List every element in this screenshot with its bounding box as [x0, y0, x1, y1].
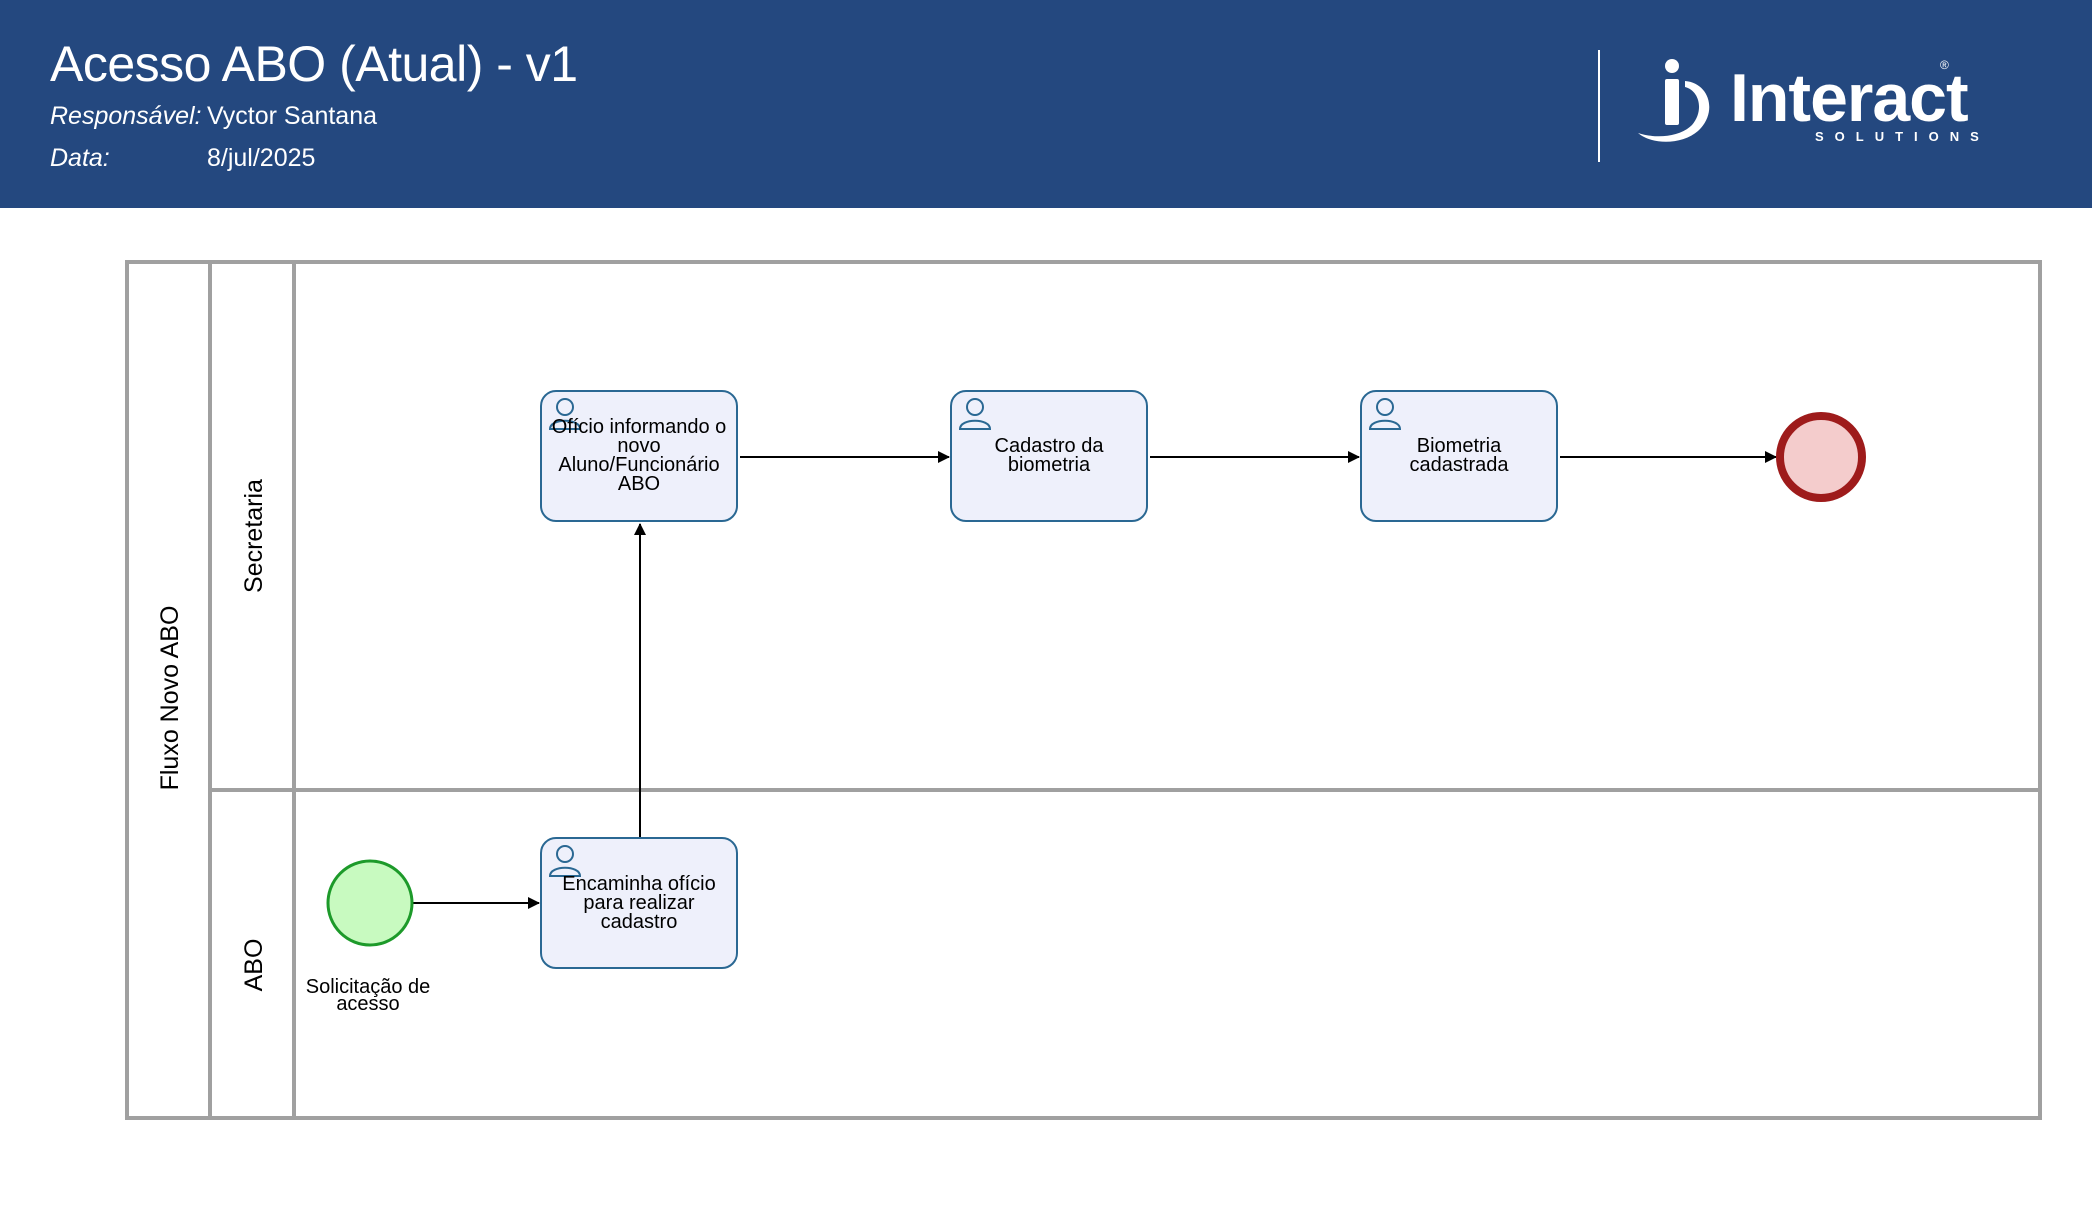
data-label: Data: — [50, 144, 110, 172]
task-label: Biometria cadastrada — [1409, 435, 1509, 476]
user-icon — [958, 398, 992, 430]
responsavel-value: Vyctor Santana — [207, 102, 378, 130]
start-event-label: Solicitação de acesso — [305, 976, 431, 1015]
task-label: Encaminha ofício para realizar cadastro — [562, 872, 716, 933]
logo-wordmark: Interact — [1730, 60, 1969, 136]
page-title: Acesso ABO (Atual) - v1 — [50, 36, 578, 92]
task-encaminha-oficio[interactable]: Encaminha ofício para realizar cadastro — [540, 837, 738, 969]
task-label: Cadastro da biometria — [994, 435, 1104, 476]
header-banner: Acesso ABO (Atual) - v1 Responsável: Vyc… — [0, 0, 2092, 208]
pool-border — [125, 260, 2042, 1120]
end-event — [1776, 412, 1866, 502]
responsavel-label: Responsável: — [50, 102, 202, 130]
logo-subtitle: SOLUTIONS — [1815, 129, 1990, 144]
task-oficio-informando[interactable]: Ofício informando o novo Aluno/Funcionár… — [540, 390, 738, 522]
task-cadastro-biometria[interactable]: Cadastro da biometria — [950, 390, 1148, 522]
start-event — [326, 859, 414, 947]
interact-logo-icon — [1638, 59, 1710, 142]
data-value: 8/jul/2025 — [207, 144, 316, 172]
task-biometria-cadastrada[interactable]: Biometria cadastrada — [1360, 390, 1558, 522]
lane-label-abo: ABO — [240, 938, 268, 992]
user-icon — [548, 845, 582, 877]
lane-label-secretaria: Secretaria — [240, 479, 268, 593]
interact-logo: Interact ® SOLUTIONS — [1630, 55, 1990, 155]
task-label: Ofício informando o novo Aluno/Funcionár… — [551, 416, 727, 495]
user-icon — [1368, 398, 1402, 430]
user-icon — [548, 398, 582, 430]
header-divider — [1598, 50, 1600, 162]
pool-label: Fluxo Novo ABO — [156, 605, 184, 791]
logo-registered: ® — [1940, 58, 1949, 72]
